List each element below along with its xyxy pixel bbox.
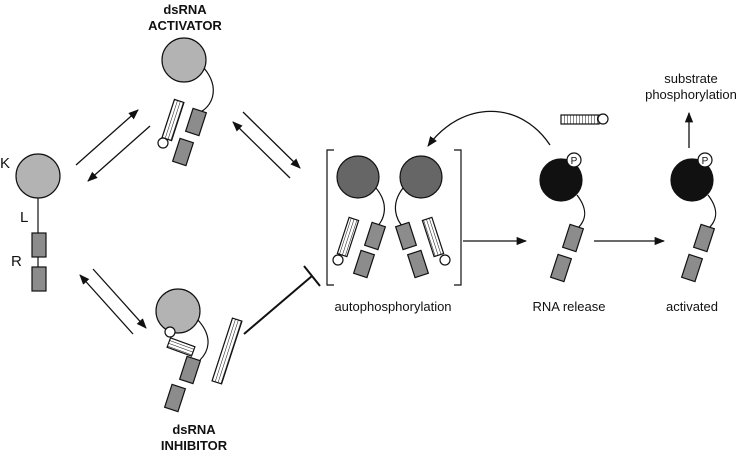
kinase-domain-circle (336, 155, 380, 199)
forward-arrow (242, 111, 301, 169)
right-bracket (454, 149, 462, 286)
forward-arrow (75, 109, 139, 166)
rbd-box-upper (561, 223, 585, 253)
autophosphorylation-label: autophosphorylation (334, 299, 451, 314)
forward-arrow (92, 268, 147, 329)
dsrna-ladder (336, 216, 360, 258)
substrate-label-line2: phosphorylation (645, 87, 737, 102)
released-dsrna-ladder (560, 114, 600, 125)
domain-r-label: R (11, 253, 22, 270)
autophosphorylation-dimer: autophosphorylation (326, 149, 462, 314)
rbd-box-upper (31, 232, 47, 258)
rbd-box-lower (406, 249, 430, 279)
activator-label-line1: dsRNA (163, 2, 207, 17)
rbd-box-lower (549, 253, 573, 283)
kinase-domain-circle (15, 153, 61, 199)
activated-label: activated (666, 299, 718, 314)
activated-state: P activated (666, 152, 718, 314)
kinase-domain-circle (670, 158, 714, 202)
rbd-box-upper (184, 107, 208, 137)
rbd-box-lower (171, 137, 195, 167)
dsrna-loop (164, 326, 176, 338)
rbd-box-upper (394, 221, 418, 251)
kinase-domain-circle (399, 155, 443, 199)
reverse-arrow (232, 121, 291, 179)
rbd-box-lower (31, 266, 47, 292)
activator-label-line2: ACTIVATOR (148, 18, 222, 33)
inhibitor-label-line1: dsRNA (172, 422, 216, 437)
dsrna-inhibitor-ladder-short (166, 337, 196, 357)
reverse-arrow (87, 125, 151, 182)
substrate-label-line1: substrate (664, 71, 717, 86)
linker-curve (197, 319, 209, 361)
reverse-arrow (79, 274, 134, 335)
rbd-box-lower (352, 249, 376, 279)
released-dsrna-loop (597, 113, 609, 125)
equilibrium-arrows-lower-left (79, 268, 147, 335)
rbd-box-lower (163, 383, 187, 413)
unbound-pkr: K L R (0, 153, 61, 292)
activator-complex: dsRNA ACTIVATOR (148, 2, 222, 167)
inhibitor-label-line2: INHIBITOR (161, 438, 228, 453)
rna-release-label: RNA release (533, 299, 606, 314)
linker-curve (576, 194, 586, 229)
inhibition-line (243, 275, 313, 335)
dsrna-loop (157, 137, 169, 149)
kinase-domain-circle (155, 288, 201, 334)
kinase-domain-circle (539, 158, 583, 202)
linker-curve (375, 187, 385, 229)
dsrna-ladder (421, 216, 445, 258)
linker-curve (394, 187, 405, 229)
inhibition-bar (243, 265, 321, 335)
rbd-box-upper (692, 223, 716, 253)
inhibitor-complex: dsRNA INHIBITOR (155, 288, 243, 453)
recycle-arrow (427, 110, 551, 147)
rbd-box-upper (178, 355, 202, 385)
dsrna-loop (439, 254, 451, 266)
dsrna-inhibitor-ladder-long (211, 317, 243, 385)
domain-l-label: L (20, 209, 28, 226)
phospho-marker-label: P (702, 156, 709, 167)
equilibrium-arrows-upper-left (75, 109, 151, 182)
rbd-box-upper (363, 221, 387, 251)
dsrna-loop (332, 254, 344, 266)
left-bracket (326, 149, 334, 286)
rna-release-state: P RNA release (533, 152, 606, 314)
equilibrium-arrows-activator-dimer (232, 111, 301, 179)
inhibition-tee (303, 265, 321, 287)
phospho-marker (566, 152, 582, 168)
released-dsrna (560, 113, 609, 125)
domain-k-label: K (0, 155, 10, 172)
linker-curve (707, 194, 717, 229)
dsrna-activator-ladder (161, 98, 185, 142)
linker-curve (199, 67, 214, 113)
phospho-marker (697, 152, 713, 168)
kinase-domain-circle (161, 37, 207, 83)
phospho-marker-label: P (571, 156, 578, 167)
rbd-box-lower (680, 253, 704, 283)
